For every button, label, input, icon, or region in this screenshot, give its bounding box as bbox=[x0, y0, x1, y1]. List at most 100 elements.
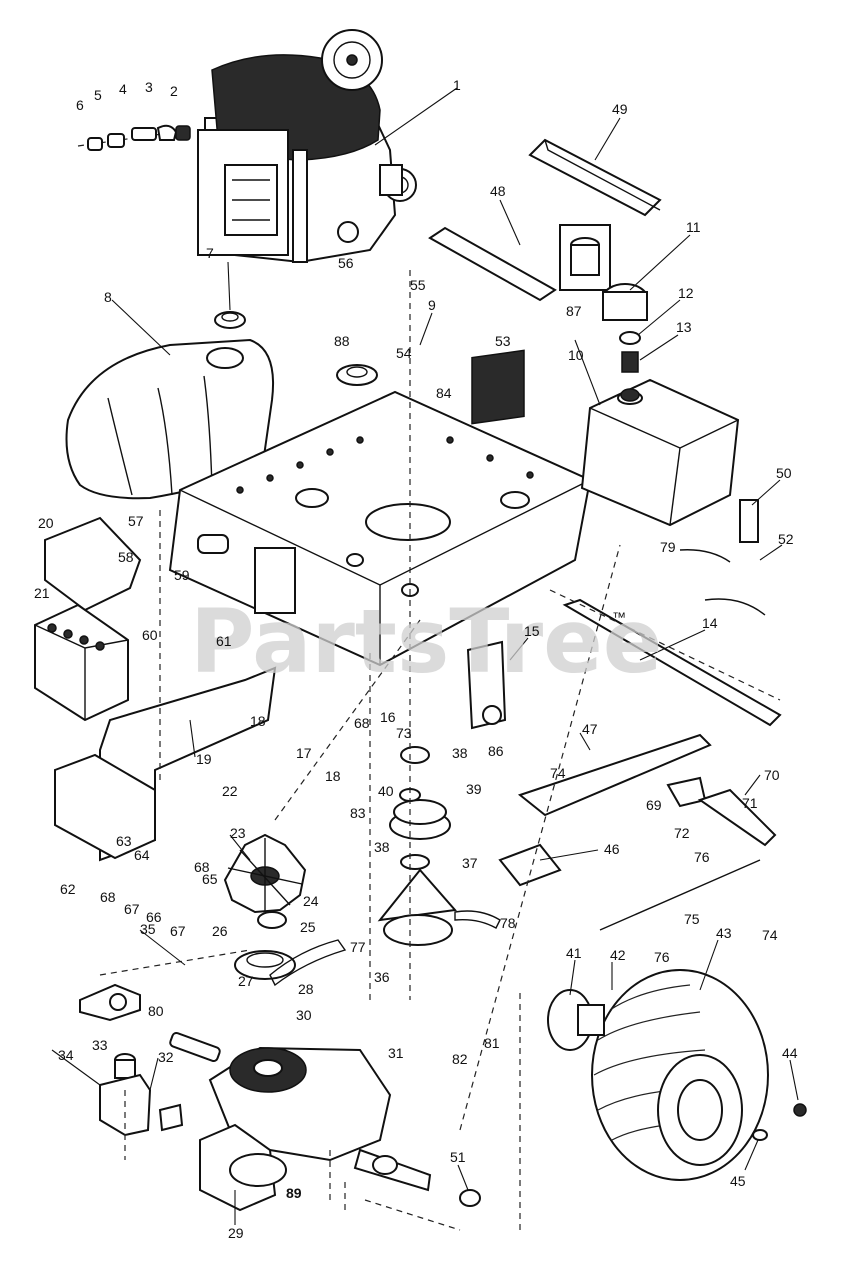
callout-bushing-38a: 38 bbox=[452, 745, 468, 761]
callout-pulley-54: 54 bbox=[396, 345, 412, 361]
callout-elbow-3: 3 bbox=[145, 79, 153, 95]
callout-fitting-76b: 76 bbox=[654, 949, 670, 965]
battery-drawing bbox=[34, 516, 277, 862]
leader-lines bbox=[51, 87, 799, 1225]
callout-key-25: 25 bbox=[300, 919, 316, 935]
callout-bolt-22: 22 bbox=[222, 783, 238, 799]
callout-bracket-61: 61 bbox=[216, 633, 232, 649]
hydraulic-tank-drawing bbox=[559, 224, 740, 527]
callout-coupling-5: 5 bbox=[94, 87, 102, 103]
callout-fitting-80: 80 bbox=[148, 1003, 164, 1019]
callout-idler-37: 37 bbox=[462, 855, 478, 871]
callout-clip-74a: 74 bbox=[550, 765, 566, 781]
callout-adapter-12: 12 bbox=[678, 285, 694, 301]
callout-rod-65: 65 bbox=[202, 871, 218, 887]
callout-spacer-24: 24 bbox=[303, 893, 319, 909]
callout-nut-68a: 68 bbox=[100, 889, 116, 905]
callout-fitting-50: 50 bbox=[776, 465, 792, 481]
callout-nut-36: 36 bbox=[374, 969, 390, 985]
callout-pin-86: 86 bbox=[488, 743, 504, 759]
callout-pin-83: 83 bbox=[350, 805, 366, 821]
callout-stud-42: 42 bbox=[610, 947, 626, 963]
callout-spacer-33: 33 bbox=[92, 1037, 108, 1053]
callout-key-27: 27 bbox=[238, 973, 254, 989]
callout-elbow-82: 82 bbox=[452, 1051, 468, 1067]
callout-hydraulic-tank-10: 10 bbox=[568, 347, 584, 363]
fuel-tank-drawing bbox=[65, 311, 274, 500]
callout-bolt-67b: 67 bbox=[170, 923, 186, 939]
wheel-drawing bbox=[459, 969, 807, 1207]
watermark-trademark: ™ bbox=[612, 609, 626, 625]
callout-bracket-34: 34 bbox=[58, 1047, 74, 1063]
callout-battery-21: 21 bbox=[34, 585, 50, 601]
callout-engine: 1 bbox=[453, 77, 461, 93]
callout-battery-tray-19: 19 bbox=[196, 751, 212, 767]
callout-bushing-38b: 38 bbox=[374, 839, 390, 855]
callout-plate-84: 84 bbox=[436, 385, 452, 401]
callout-pulley-39: 39 bbox=[466, 781, 482, 797]
callout-bracket-70: 70 bbox=[764, 767, 780, 783]
callout-bolt-67a: 67 bbox=[124, 901, 140, 917]
callout-cable-62: 62 bbox=[60, 881, 76, 897]
callout-fuel-tank-8: 8 bbox=[104, 289, 112, 305]
callout-bolt-63: 63 bbox=[116, 833, 132, 849]
callout-line-59: 59 bbox=[174, 567, 190, 583]
callout-bracket-56: 56 bbox=[338, 255, 354, 271]
callout-washer-72: 72 bbox=[674, 825, 690, 841]
callout-fuel-cap-7: 7 bbox=[206, 245, 214, 261]
callout-fitting-2: 2 bbox=[170, 83, 178, 99]
pulley-drawings bbox=[234, 364, 457, 980]
callout-nut-28: 28 bbox=[298, 981, 314, 997]
callout-belt-77: 77 bbox=[350, 939, 366, 955]
callout-battery-cover-20: 20 bbox=[38, 515, 54, 531]
callout-clip-74b: 74 bbox=[762, 927, 778, 943]
callout-rod-75: 75 bbox=[684, 911, 700, 927]
callout-bushing-18b: 18 bbox=[325, 768, 341, 784]
callout-plate-31: 31 bbox=[388, 1045, 404, 1061]
engine-drawing bbox=[197, 29, 417, 264]
callout-spring-64: 64 bbox=[134, 847, 150, 863]
callout-belt-78: 78 bbox=[500, 915, 516, 931]
callout-motor-89: 89 bbox=[286, 1185, 302, 1201]
callout-shaft-17: 17 bbox=[296, 745, 312, 761]
callout-nut-68c: 68 bbox=[354, 715, 370, 731]
callout-shaft-73: 73 bbox=[396, 725, 412, 741]
callout-wheel-43: 43 bbox=[716, 925, 732, 941]
callout-washer-40: 40 bbox=[378, 783, 394, 799]
callout-collar-51: 51 bbox=[450, 1149, 466, 1165]
chassis-frame-drawing bbox=[168, 390, 592, 667]
callout-nipple-4: 4 bbox=[119, 81, 127, 97]
watermark: PartsTree bbox=[190, 590, 662, 693]
callout-cap-6: 6 bbox=[76, 97, 84, 113]
callout-bushing-18a: 18 bbox=[250, 713, 266, 729]
fittings-row-drawing bbox=[77, 124, 191, 151]
callout-plate-46: 46 bbox=[604, 841, 620, 857]
callout-valve-81: 81 bbox=[484, 1035, 500, 1051]
belt-78-drawing bbox=[454, 910, 501, 929]
callout-nut-68b: 68 bbox=[194, 859, 210, 875]
callout-pin-16: 16 bbox=[380, 709, 396, 725]
part-drawings: PartsTree ™ bbox=[34, 29, 807, 1231]
callout-valve-57: 57 bbox=[128, 513, 144, 529]
callout-fan-23: 23 bbox=[230, 825, 246, 841]
callout-hose-14: 14 bbox=[702, 615, 718, 631]
callout-clamp-58: 58 bbox=[118, 549, 134, 565]
callout-brace-48: 48 bbox=[490, 183, 506, 199]
callout-fitting-76a: 76 bbox=[694, 849, 710, 865]
right-rod-drawings bbox=[466, 499, 782, 931]
callout-hose-79: 79 bbox=[660, 539, 676, 555]
callout-bracket-15: 15 bbox=[524, 623, 540, 639]
callout-belt-26: 26 bbox=[212, 923, 228, 939]
callout-rod-47: 47 bbox=[582, 721, 598, 737]
callout-bracket-69: 69 bbox=[646, 797, 662, 813]
callout-bracket-32: 32 bbox=[158, 1049, 174, 1065]
callout-pin-71: 71 bbox=[742, 795, 758, 811]
screen-drawing bbox=[471, 349, 525, 425]
callout-fitting-52: 52 bbox=[778, 531, 794, 547]
callout-filter-11: 11 bbox=[686, 219, 701, 235]
callout-transaxle-29: 29 bbox=[228, 1225, 244, 1241]
callout-element-87: 87 bbox=[566, 303, 582, 319]
callout-rod-9: 9 bbox=[428, 297, 436, 313]
fan-drawing bbox=[223, 833, 307, 914]
